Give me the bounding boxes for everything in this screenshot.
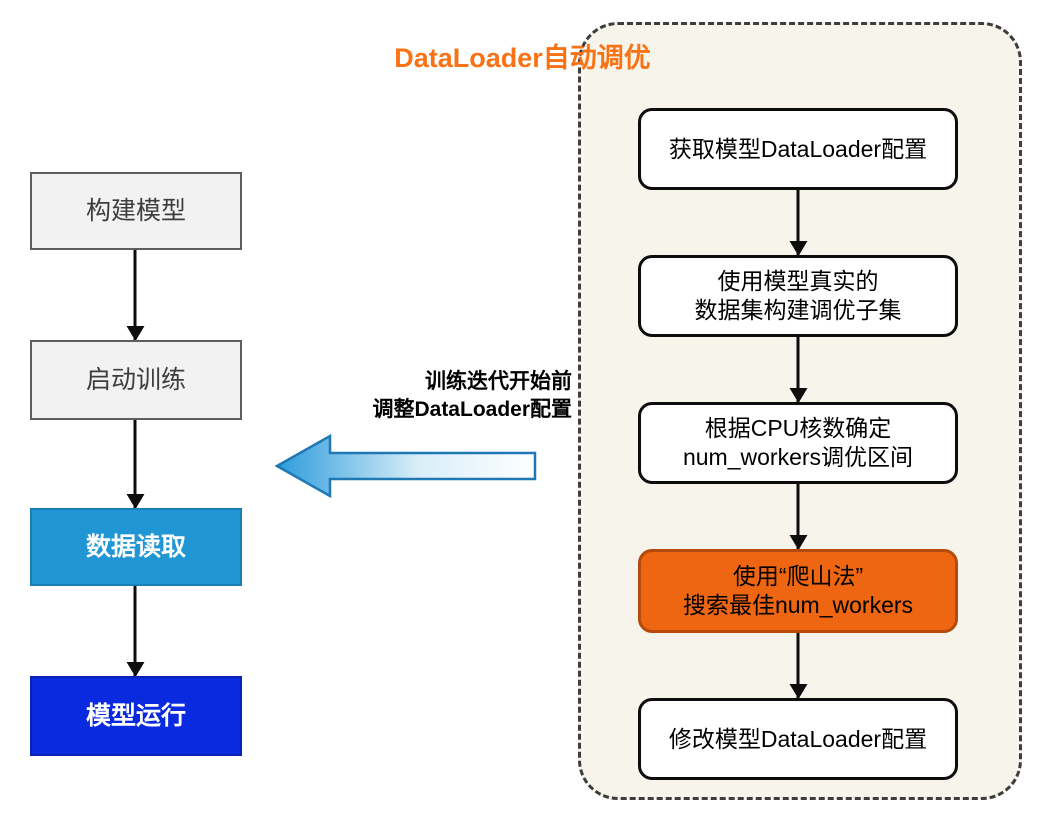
tuning-connector-arrow-1 xyxy=(796,190,800,255)
tuning-step-get-config: 获取模型DataLoader配置 xyxy=(638,108,958,190)
flow-step-start-training: 启动训练 xyxy=(30,340,242,420)
flow-step-build-model: 构建模型 xyxy=(30,172,242,250)
tuning-step-apply-config: 修改模型DataLoader配置 xyxy=(638,698,958,780)
flow-step-data-read: 数据读取 xyxy=(30,508,242,586)
panel-title: DataLoader自动调优 xyxy=(394,43,651,73)
tuning-connector-arrow-4 xyxy=(796,633,800,698)
flow-step-model-run: 模型运行 xyxy=(30,676,242,756)
center-arrow-caption: 训练迭代开始前 调整DataLoader配置 xyxy=(372,370,572,422)
tuning-step-hill-climbing-search: 使用“爬山法” 搜索最佳num_workers xyxy=(638,549,958,633)
tuning-step-determine-range: 根据CPU核数确定 num_workers调优区间 xyxy=(638,402,958,484)
left-pointing-arrow-icon xyxy=(274,433,537,499)
tuning-step-build-subset: 使用模型真实的 数据集构建调优子集 xyxy=(638,255,958,337)
flow-connector-arrow-3 xyxy=(133,586,137,676)
flow-connector-arrow-2 xyxy=(133,420,137,508)
flow-connector-arrow-1 xyxy=(133,250,137,340)
tuning-connector-arrow-3 xyxy=(796,484,800,549)
tuning-connector-arrow-2 xyxy=(796,337,800,402)
